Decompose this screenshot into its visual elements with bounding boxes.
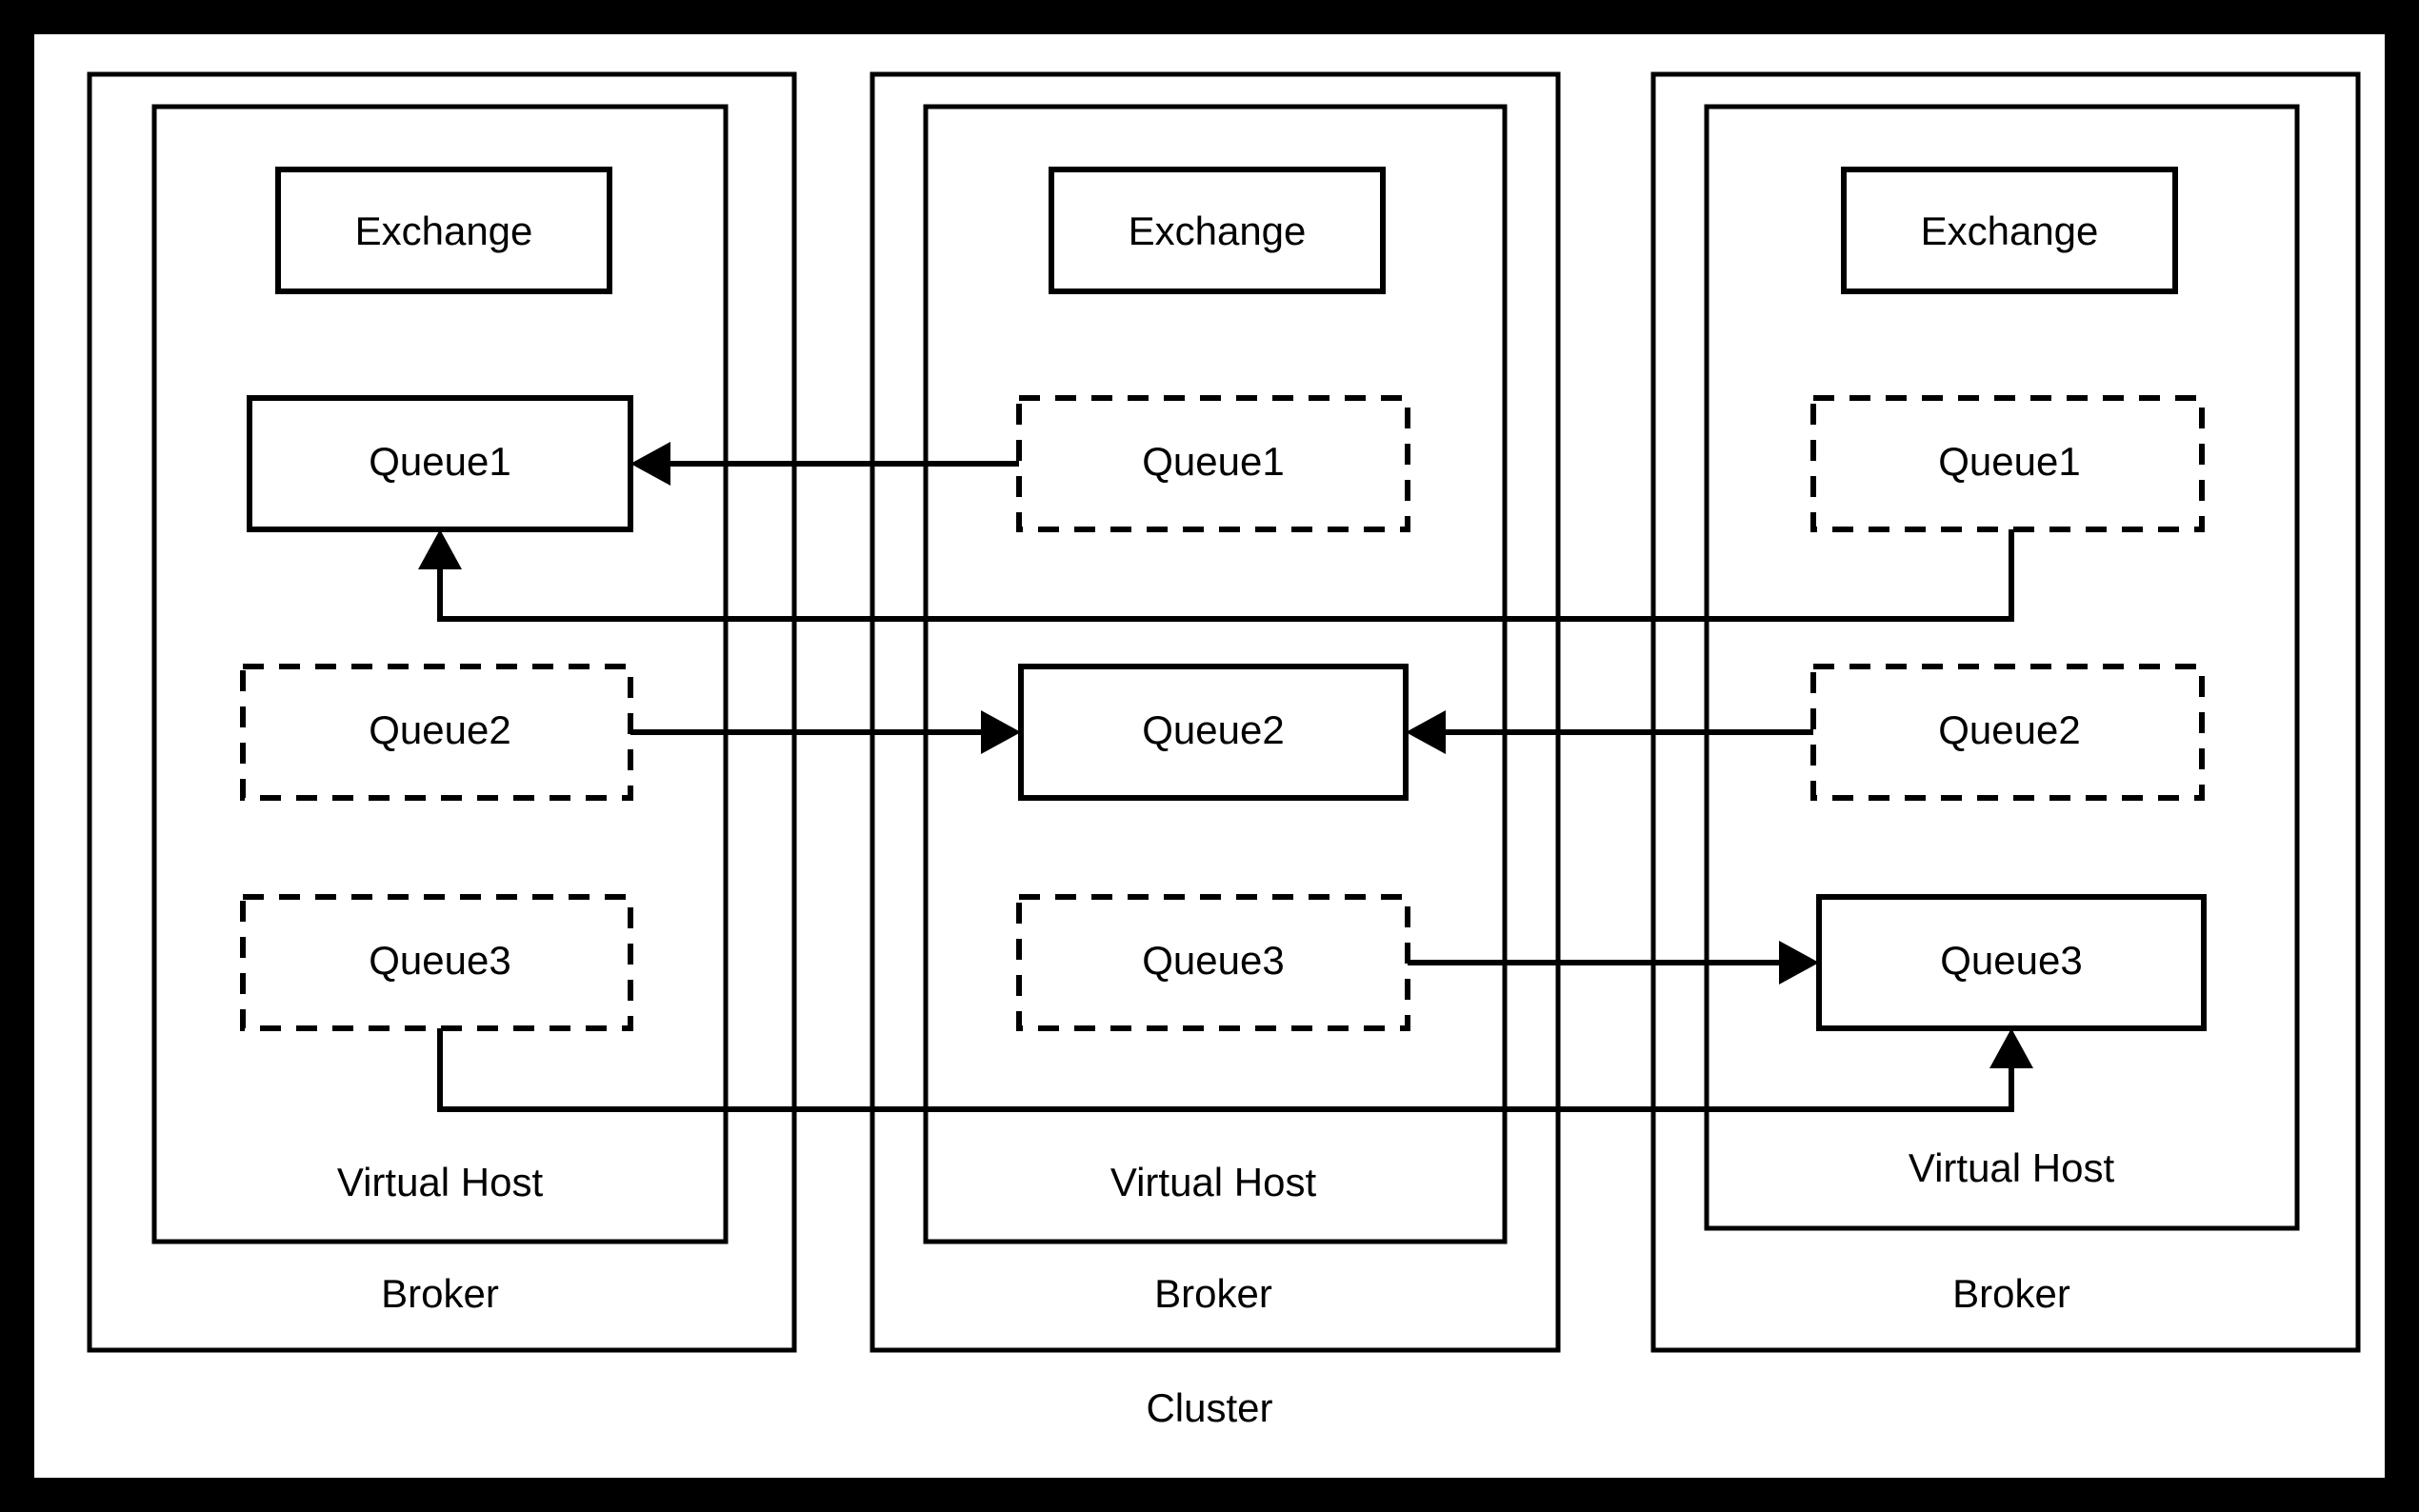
broker-right-box[interactable] <box>1650 71 2361 1353</box>
broker-right-exchange-label: Exchange <box>1921 209 2099 253</box>
broker-left-box[interactable] <box>87 71 797 1353</box>
cluster-label: Cluster <box>1146 1385 1272 1430</box>
broker-right-queue2-box[interactable] <box>1810 664 2205 801</box>
arrowhead-left-q2-to-mid-q2 <box>981 710 1021 754</box>
broker-left-exchange-box[interactable] <box>275 167 612 294</box>
broker-middle-vhost-box[interactable] <box>923 104 1508 1244</box>
broker-middle-queue1-label: Queue1 <box>1142 439 1284 484</box>
broker-right-vhost-label: Virtual Host <box>1909 1145 2115 1190</box>
broker-right-queue1-box[interactable] <box>1810 395 2205 532</box>
broker-left-queue1-label: Queue1 <box>369 439 510 484</box>
broker-middle-queue2-box[interactable] <box>1018 664 1409 801</box>
broker-left-exchange-label: Exchange <box>355 209 533 253</box>
arrowhead-mid-q1-to-left-q1 <box>630 442 670 486</box>
broker-middle-exchange-label: Exchange <box>1129 209 1307 253</box>
broker-left-queue3-box[interactable] <box>240 894 633 1031</box>
broker-right-exchange-box[interactable] <box>1841 167 2178 294</box>
broker-right-queue2-label: Queue2 <box>1938 707 2080 752</box>
broker-left-queue2-label: Queue2 <box>369 707 510 752</box>
broker-right-queue3-label: Queue3 <box>1940 938 2082 983</box>
broker-middle-exchange-box[interactable] <box>1049 167 1386 294</box>
broker-left-queue3-label: Queue3 <box>369 938 510 983</box>
broker-middle-label: Broker <box>1154 1271 1272 1316</box>
broker-right-queue1-label: Queue1 <box>1938 439 2080 484</box>
broker-left-label: Broker <box>381 1271 499 1316</box>
link-right-q1-to-left-q1 <box>437 529 2014 622</box>
broker-right-queue3-box[interactable] <box>1816 894 2207 1031</box>
link-left-q3-to-right-q3 <box>437 1028 2014 1112</box>
arrowhead-right-q1-to-left-q1 <box>418 529 462 569</box>
broker-middle-vhost-label: Virtual Host <box>1110 1160 1317 1204</box>
broker-middle-box[interactable] <box>870 71 1561 1353</box>
broker-right-label: Broker <box>1952 1271 2070 1316</box>
broker-left-vhost-box[interactable] <box>151 104 729 1244</box>
broker-middle-queue3-label: Queue3 <box>1142 938 1284 983</box>
arrowhead-mid-q3-to-right-q3 <box>1779 941 1819 985</box>
arrowhead-right-q2-to-mid-q2 <box>1406 710 1446 754</box>
broker-middle-queue3-box[interactable] <box>1016 894 1410 1031</box>
broker-middle-queue2-label: Queue2 <box>1142 707 1284 752</box>
broker-left-vhost-label: Virtual Host <box>337 1160 544 1204</box>
broker-right-vhost-box[interactable] <box>1704 104 2300 1231</box>
broker-middle-queue1-box[interactable] <box>1016 395 1410 532</box>
arrowhead-left-q3-to-right-q3 <box>1989 1028 2033 1068</box>
